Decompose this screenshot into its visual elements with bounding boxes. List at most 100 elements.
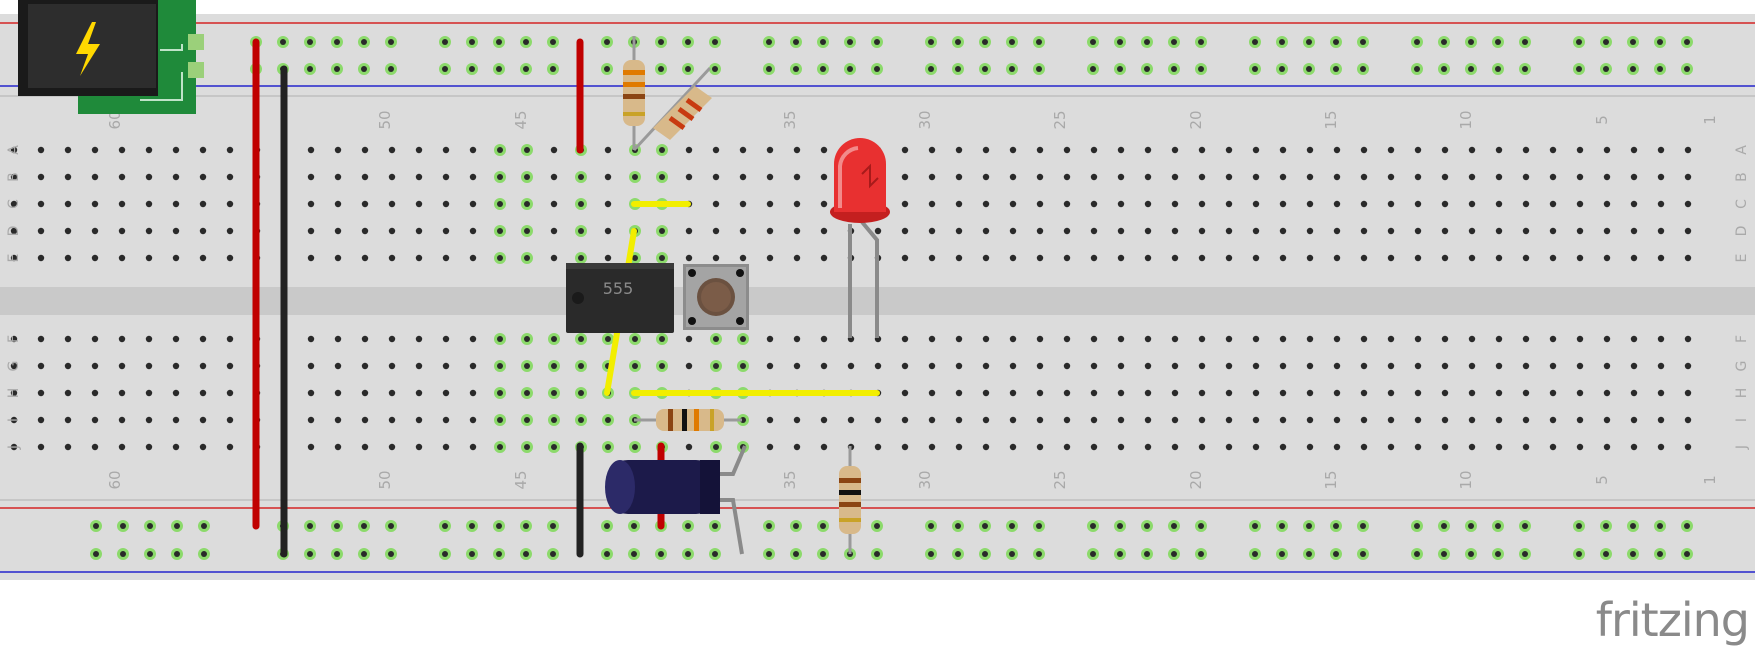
column-number: 10 <box>1457 110 1475 129</box>
hole <box>928 389 936 397</box>
hole <box>307 173 315 181</box>
hole <box>1522 254 1530 262</box>
hole <box>415 200 423 208</box>
hole <box>1684 443 1692 451</box>
hole-center <box>174 523 180 529</box>
hole <box>1495 173 1503 181</box>
hole-center <box>1090 66 1096 72</box>
hole <box>1225 416 1233 424</box>
hole <box>982 200 990 208</box>
column-number: 30 <box>916 470 934 489</box>
hole <box>1225 362 1233 370</box>
hole-center <box>361 551 367 557</box>
hole <box>37 389 45 397</box>
hole <box>739 173 747 181</box>
hole <box>37 173 45 181</box>
hole <box>1576 254 1584 262</box>
hole <box>1090 227 1098 235</box>
hole <box>901 335 909 343</box>
hole-center <box>361 39 367 45</box>
hole-center <box>497 201 503 207</box>
hole <box>1306 362 1314 370</box>
hole <box>1144 200 1152 208</box>
hole <box>766 146 774 154</box>
hole <box>1036 335 1044 343</box>
hole-center <box>1252 66 1258 72</box>
hole <box>37 443 45 451</box>
hole <box>1036 254 1044 262</box>
hole-center <box>578 390 584 396</box>
hole <box>361 416 369 424</box>
hole-center <box>1603 39 1609 45</box>
hole <box>1684 335 1692 343</box>
hole <box>1549 416 1557 424</box>
hole <box>118 146 126 154</box>
hole <box>1630 254 1638 262</box>
hole-center <box>1036 551 1042 557</box>
hole-center <box>551 336 557 342</box>
hole <box>442 227 450 235</box>
hole <box>307 200 315 208</box>
hole <box>1117 362 1125 370</box>
hole-center <box>847 39 853 45</box>
hole-center <box>712 551 718 557</box>
hole <box>1657 335 1665 343</box>
hole <box>550 200 558 208</box>
hole-center <box>307 551 313 557</box>
hole-center <box>1117 66 1123 72</box>
hole <box>199 416 207 424</box>
hole <box>1441 173 1449 181</box>
hole <box>1063 389 1071 397</box>
hole-center <box>928 39 934 45</box>
hole <box>793 443 801 451</box>
hole-center <box>1441 66 1447 72</box>
hole-center <box>605 444 611 450</box>
hole <box>1603 443 1611 451</box>
hole <box>955 389 963 397</box>
hole <box>172 200 180 208</box>
hole-center <box>1090 523 1096 529</box>
hole <box>1576 335 1584 343</box>
hole-center <box>497 147 503 153</box>
hole <box>1117 254 1125 262</box>
hole <box>469 200 477 208</box>
hole <box>766 335 774 343</box>
hole <box>1414 254 1422 262</box>
hole-center <box>523 39 529 45</box>
red-led <box>830 138 890 338</box>
hole-center <box>1576 551 1582 557</box>
hole <box>361 146 369 154</box>
hole-center <box>1144 551 1150 557</box>
hole <box>1252 443 1260 451</box>
hole <box>64 335 72 343</box>
hole-center <box>685 39 691 45</box>
hole-center <box>740 336 746 342</box>
hole <box>118 362 126 370</box>
hole <box>820 173 828 181</box>
hole <box>1441 335 1449 343</box>
hole <box>1576 146 1584 154</box>
hole-center <box>93 551 99 557</box>
hole-center <box>201 523 207 529</box>
hole-center <box>1036 66 1042 72</box>
hole <box>1495 389 1503 397</box>
hole <box>469 254 477 262</box>
hole <box>1576 362 1584 370</box>
hole <box>1063 254 1071 262</box>
hole <box>1063 416 1071 424</box>
hole <box>226 416 234 424</box>
hole <box>64 146 72 154</box>
hole <box>1603 173 1611 181</box>
hole <box>172 227 180 235</box>
hole-center <box>1657 551 1663 557</box>
hole-center <box>551 417 557 423</box>
row-letter: C <box>1734 199 1750 209</box>
hole <box>91 416 99 424</box>
hole <box>37 200 45 208</box>
hole <box>388 443 396 451</box>
hole <box>226 362 234 370</box>
hole <box>1630 200 1638 208</box>
hole <box>1576 416 1584 424</box>
hole-center <box>1441 523 1447 529</box>
hole <box>928 254 936 262</box>
